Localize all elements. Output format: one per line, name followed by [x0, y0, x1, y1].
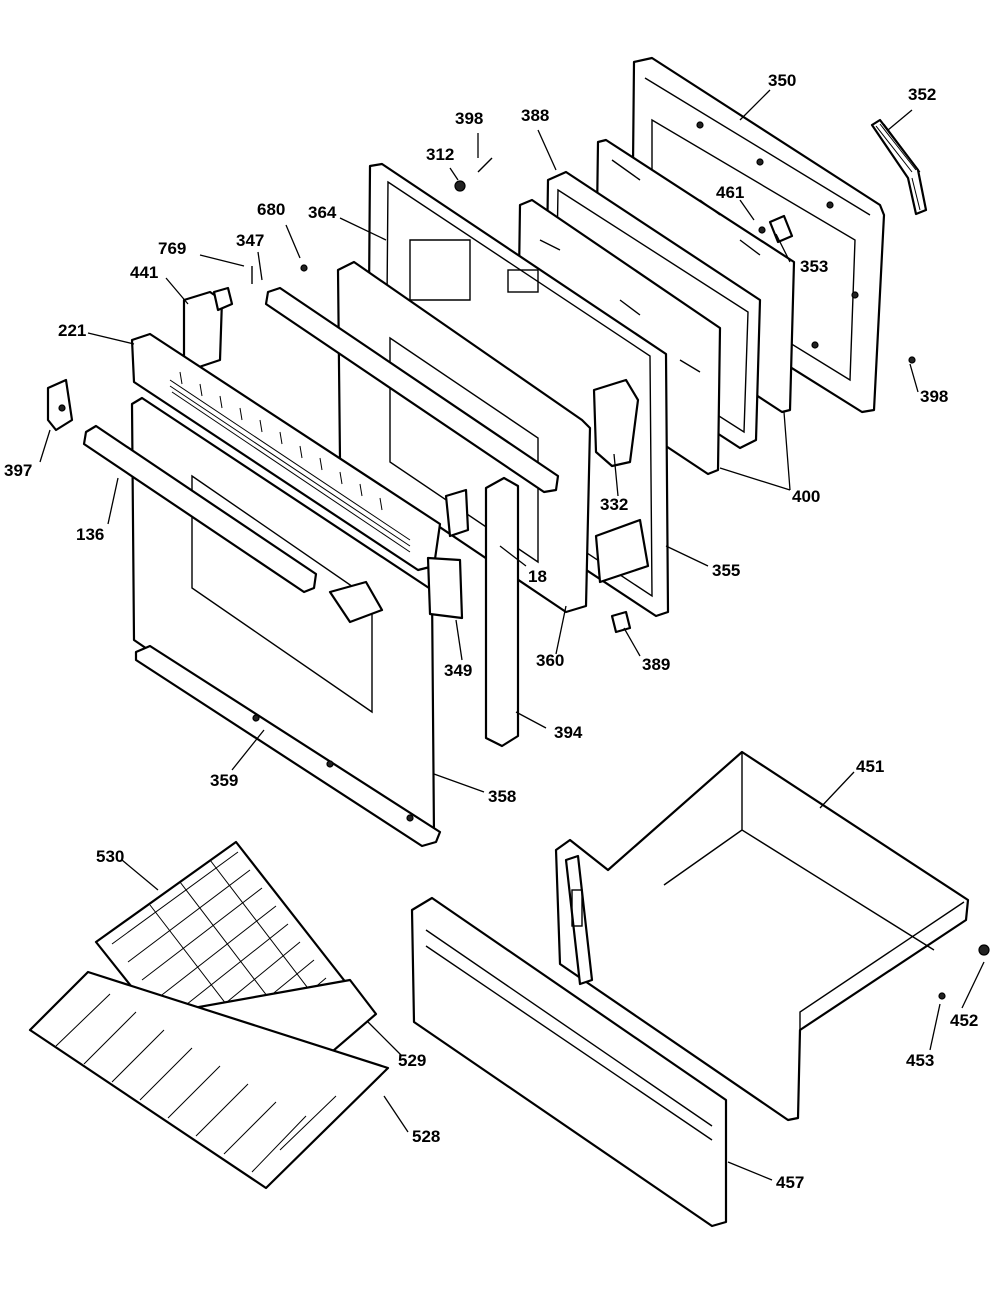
callout-398b: 398 — [920, 387, 948, 406]
callout-388: 388 — [521, 106, 549, 125]
callout-136: 136 — [76, 525, 104, 544]
callout-461: 461 — [716, 183, 744, 202]
callout-353: 353 — [800, 257, 828, 276]
callout-359: 359 — [210, 771, 238, 790]
bracket-397 — [46, 378, 74, 432]
callout-358: 358 — [488, 787, 516, 806]
drawer-body-451 — [554, 750, 970, 1122]
callout-312: 312 — [426, 145, 454, 164]
callout-360: 360 — [536, 651, 564, 670]
callout-528: 528 — [412, 1127, 440, 1146]
callout-769: 769 — [158, 239, 186, 258]
callout-18: 18 — [528, 567, 547, 586]
callout-529: 529 — [398, 1051, 426, 1070]
top-trim-347 — [264, 286, 560, 494]
leader-lines — [39, 89, 985, 1181]
callout-397: 397 — [4, 461, 32, 480]
door-handle-136 — [82, 424, 318, 594]
callout-398: 398 — [455, 109, 483, 128]
callout-530: 530 — [96, 847, 124, 866]
callout-451: 451 — [856, 757, 884, 776]
hinge-bracket-441 — [182, 286, 234, 370]
hinge-352 — [870, 118, 928, 216]
callout-394: 394 — [554, 723, 583, 742]
small-fasteners — [251, 157, 990, 1000]
callout-364: 364 — [308, 203, 337, 222]
callout-680: 680 — [257, 200, 285, 219]
callout-452: 452 — [950, 1011, 978, 1030]
callout-332: 332 — [600, 495, 628, 514]
callout-labels: 350 352 398 388 312 461 680 364 353 769 … — [4, 71, 978, 1192]
callout-389: 389 — [642, 655, 670, 674]
oven-rack-528 — [28, 970, 390, 1190]
callout-457: 457 — [776, 1173, 804, 1192]
callout-441: 441 — [130, 263, 158, 282]
callout-453: 453 — [906, 1051, 934, 1070]
callout-352: 352 — [908, 85, 936, 104]
gasket-349 — [426, 556, 464, 620]
callout-355: 355 — [712, 561, 740, 580]
callout-349: 349 — [444, 661, 472, 680]
drawer-front-457 — [410, 896, 728, 1228]
callout-350: 350 — [768, 71, 796, 90]
bottom-trim-359 — [134, 644, 442, 848]
side-channel-394 — [444, 476, 520, 748]
callout-347: 347 — [236, 231, 264, 250]
callout-400: 400 — [792, 487, 820, 506]
callout-221: 221 — [58, 321, 86, 340]
